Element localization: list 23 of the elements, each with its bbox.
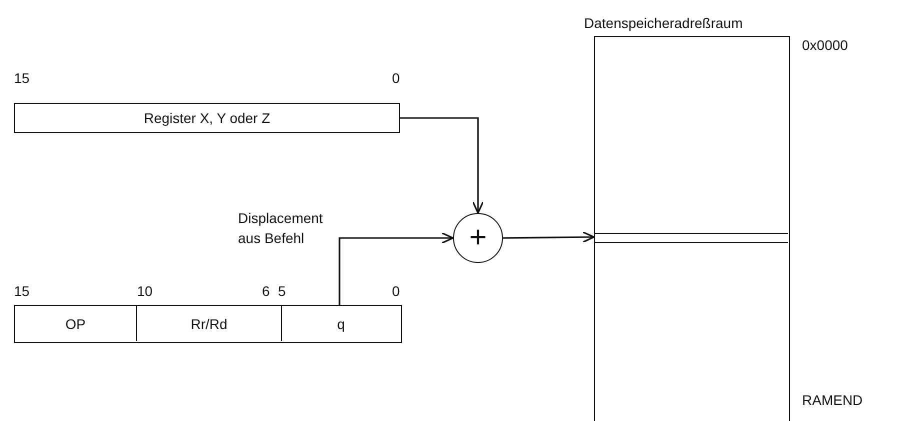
field-label: OP [65,316,86,332]
field-label: Register X, Y oder Z [144,110,270,126]
address-label: 0x0000 [802,37,848,53]
memory-space-title: Datenspeicheradreßraum [584,15,743,31]
field-label: q [337,316,345,332]
bit-number: 0 [392,70,400,86]
bit-number: 6 [262,283,270,299]
register-box [14,103,400,133]
adder-circle [453,213,503,263]
bit-number: 0 [392,283,400,299]
bit-number: 10 [137,283,153,299]
bit-number: 5 [278,283,286,299]
memory-cell-bar [595,233,788,243]
address-label: RAMEND [802,392,863,408]
plus-sign: + [469,223,487,253]
arrow [338,232,454,305]
arrow [503,231,595,243]
bit-number: 15 [14,70,30,86]
field-label: Rr/Rd [190,316,228,332]
edge-label: Displacement aus Befehl [238,209,324,248]
arrow [400,117,484,214]
bit-number: 15 [14,283,30,299]
instruction-word-box [14,305,402,343]
